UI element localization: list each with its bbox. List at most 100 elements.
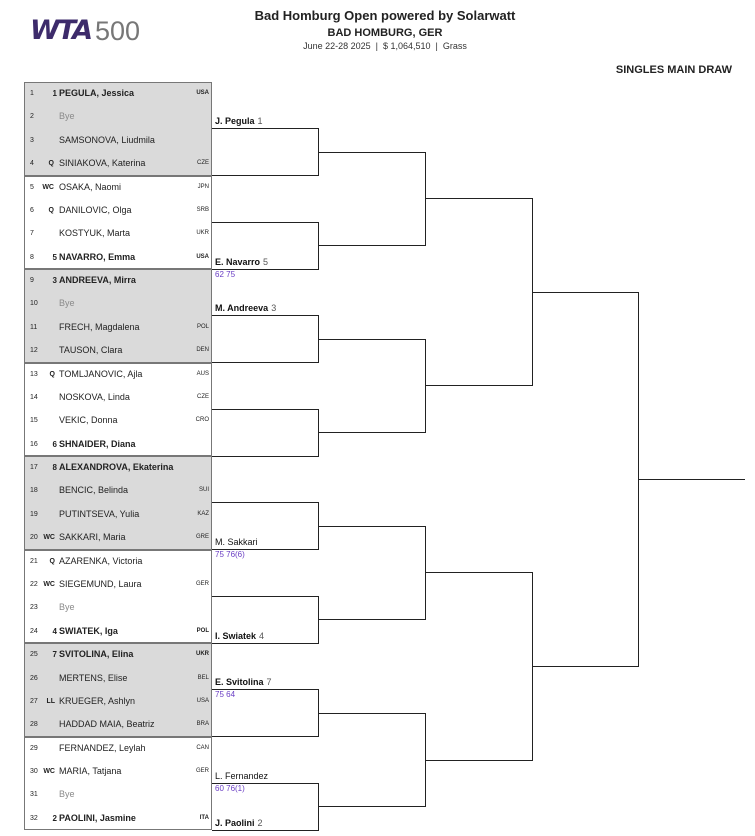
- player-nationality: SUI: [198, 487, 209, 494]
- round2-player-name: E. Navarro: [215, 256, 261, 267]
- player-name: TOMLJANOVIC, Ajla: [59, 368, 143, 379]
- draw-position: 6: [30, 206, 34, 214]
- round2-player-seed: 3: [271, 303, 277, 314]
- player-nationality: DEN: [196, 347, 209, 354]
- player-nationality: CAN: [196, 744, 209, 751]
- player-name: FERNANDEZ, Leylah: [59, 742, 146, 753]
- bracket-line: [212, 175, 318, 177]
- player-name: MARIA, Tatjana: [59, 766, 122, 777]
- draw-block: [24, 362, 212, 457]
- player-name: FRECH, Magdalena: [59, 321, 140, 332]
- bracket-line: [425, 198, 532, 200]
- draw-position: 7: [30, 230, 34, 238]
- player-name: ANDREEVA, Mirra: [59, 275, 136, 286]
- draw-position: 30: [30, 768, 38, 776]
- player-nationality: KAZ: [197, 510, 209, 517]
- player-name: Bye: [59, 298, 75, 309]
- round2-player-name: M. Andreeva: [215, 303, 269, 314]
- bracket-line: [212, 502, 318, 504]
- tournament-details: June 22-28 2025 | $ 1,064,510 | Grass: [303, 41, 467, 51]
- player-name: AZARENKA, Victoria: [59, 555, 143, 566]
- match-score: 62 75: [215, 269, 236, 279]
- player-nationality: UKR: [196, 651, 209, 658]
- bracket-line: [212, 595, 318, 597]
- seed-number: 6: [52, 439, 57, 449]
- draw-position: 14: [30, 393, 38, 401]
- match-score: 75 76(6): [215, 550, 245, 560]
- seed-number: 5: [52, 252, 57, 262]
- bracket-line: [212, 782, 318, 784]
- player-nationality: USA: [196, 697, 209, 704]
- tournament-location: BAD HOMBURG, GER: [327, 27, 443, 39]
- bracket-line: [532, 666, 638, 667]
- draw-block: [24, 643, 212, 737]
- seed-number: 1: [52, 89, 57, 98]
- player-name: ALEXANDROVA, Ekaterina: [59, 462, 174, 473]
- bracket-line: [212, 315, 318, 317]
- player-name: SAMSONOVA, Liudmila: [59, 134, 155, 145]
- entry-type: LL: [46, 697, 55, 705]
- round2-player-name: J. Pegula: [215, 116, 255, 127]
- bracket-line: [318, 806, 425, 808]
- player-nationality: POL: [196, 323, 209, 330]
- bracket-line: [318, 432, 425, 434]
- player-name: BENCIC, Belinda: [59, 485, 129, 496]
- draw-position: 26: [30, 674, 38, 682]
- player-nationality: USA: [196, 253, 209, 260]
- round2-player-name: E. Svitolina: [215, 677, 264, 688]
- draw-position: 22: [30, 580, 38, 588]
- player-name: DANILOVIC, Olga: [59, 204, 132, 215]
- draw-position: 29: [30, 744, 38, 752]
- round2-player-seed: 2: [257, 817, 263, 828]
- bracket-line: [318, 712, 425, 714]
- player-nationality: BRA: [196, 721, 209, 728]
- player-nationality: UKR: [196, 230, 209, 237]
- round2-player-seed: 4: [259, 630, 265, 641]
- bracket-line: [212, 689, 318, 691]
- draw-position: 32: [30, 814, 38, 822]
- bracket-line: [212, 829, 318, 831]
- player-name: KRUEGER, Ashlyn: [59, 695, 136, 706]
- entry-type: Q: [49, 557, 55, 565]
- player-nationality: CZE: [197, 160, 209, 167]
- entry-type: Q: [49, 370, 55, 378]
- player-nationality: GRE: [195, 534, 209, 541]
- entry-type: Q: [48, 160, 54, 168]
- player-name: Bye: [59, 111, 75, 122]
- player-name: SINIAKOVA, Katerina: [59, 158, 146, 169]
- entry-type: WC: [42, 183, 54, 191]
- player-name: VEKIC, Donna: [59, 415, 118, 426]
- bracket-line: [318, 525, 425, 527]
- player-nationality: GER: [195, 768, 209, 775]
- bracket-line: [318, 338, 425, 340]
- player-name: NOSKOVA, Linda: [59, 391, 130, 402]
- seed-number: 8: [52, 463, 57, 473]
- player-name: KOSTYUK, Marta: [59, 228, 131, 239]
- draw-position: 3: [30, 136, 34, 144]
- player-name: PUTINTSEVA, Yulia: [59, 508, 140, 519]
- draw-block: [24, 175, 212, 270]
- match-score: 75 64: [215, 690, 236, 700]
- draw-position: 16: [30, 440, 38, 448]
- entry-type: WC: [43, 534, 55, 542]
